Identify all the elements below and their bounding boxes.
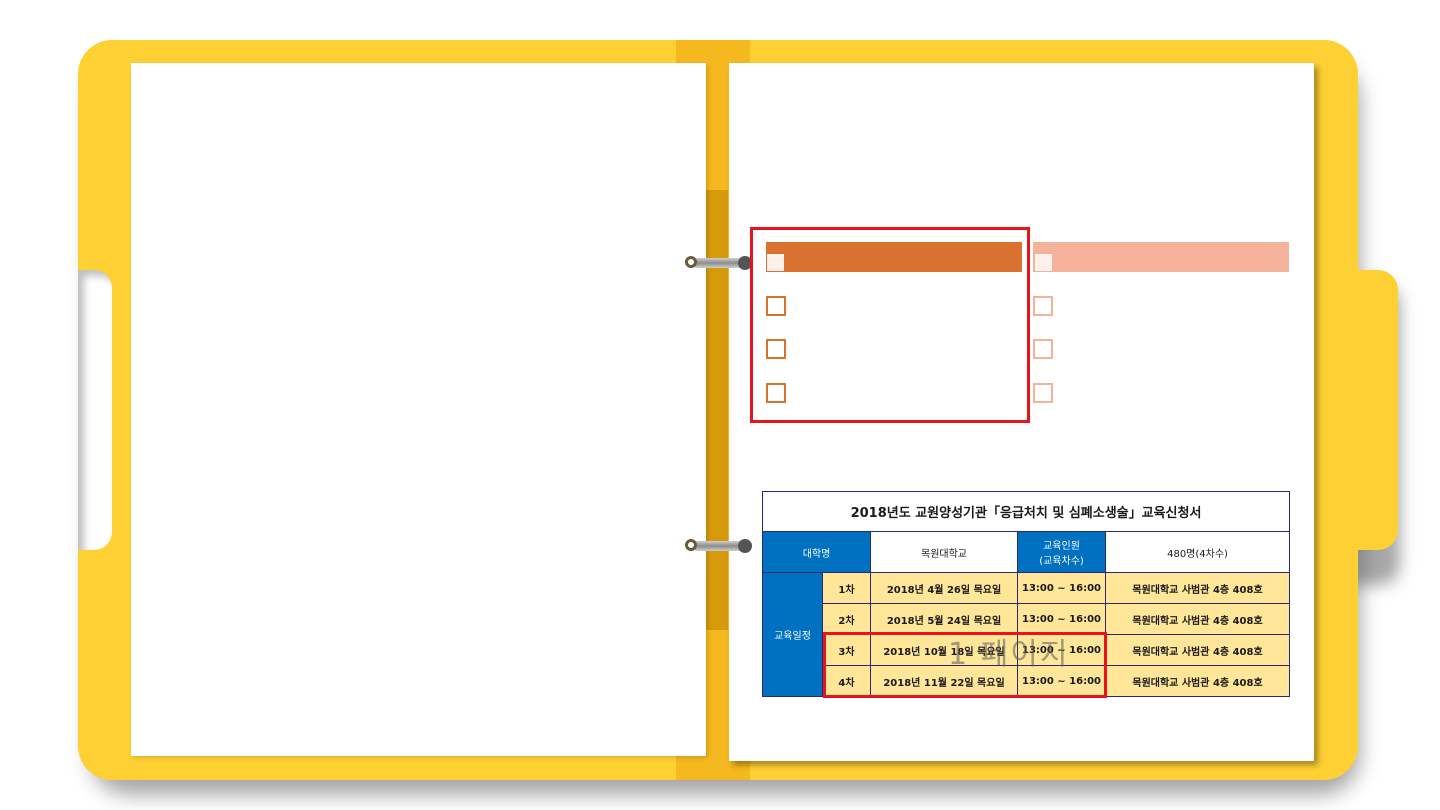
table-row: 2차 2018년 5월 24일 목요일 13:00 ~ 16:00 목원대학교 … bbox=[763, 603, 1291, 635]
checkbox-header-icon bbox=[1035, 254, 1052, 271]
checkbox-icon[interactable] bbox=[1033, 296, 1053, 316]
date-cell: 2018년 11월 22일 목요일 bbox=[870, 665, 1018, 697]
highlight-box-rows bbox=[823, 632, 1107, 698]
checklist-header-bar-orange bbox=[766, 242, 1022, 272]
highlight-box-checklist bbox=[750, 227, 1030, 423]
table-row: 4차 2018년 11월 22일 목요일 13:00 ~ 16:00 목원대학교… bbox=[763, 665, 1291, 697]
place-cell: 목원대학교 사범관 4층 408호 bbox=[1104, 665, 1291, 697]
count-value: 480명(4차수) bbox=[1104, 531, 1291, 573]
place-cell: 목원대학교 사범관 4층 408호 bbox=[1104, 603, 1291, 635]
checkbox-icon[interactable] bbox=[766, 339, 786, 359]
checkbox-header-icon bbox=[767, 254, 784, 271]
application-table: 2018년도 교원양성기관「응급처치 및 심폐소생술」교육신청서 대학명 목원대… bbox=[761, 491, 1291, 697]
folder-spine-inner bbox=[706, 190, 728, 630]
date-cell: 2018년 4월 26일 목요일 bbox=[870, 572, 1018, 604]
round-cell: 1차 bbox=[822, 572, 871, 604]
schedule-label: 교육일정 bbox=[762, 572, 823, 697]
place-cell: 목원대학교 사범관 4층 408호 bbox=[1104, 634, 1291, 666]
left-page bbox=[131, 63, 706, 756]
folder-notch-left bbox=[78, 270, 112, 550]
count-label-line1: 교육인원 bbox=[1043, 541, 1080, 552]
time-cell: 13:00 ~ 16:00 bbox=[1017, 634, 1106, 666]
checkbox-icon[interactable] bbox=[1033, 339, 1053, 359]
ring-end-icon bbox=[738, 539, 752, 553]
date-cell: 2018년 10월 18일 목요일 bbox=[870, 634, 1018, 666]
count-label: 교육인원 (교육차수) bbox=[1017, 531, 1106, 573]
ring-end-icon bbox=[685, 539, 697, 551]
round-cell: 2차 bbox=[822, 603, 871, 635]
round-cell: 4차 bbox=[822, 665, 871, 697]
time-cell: 13:00 ~ 16:00 bbox=[1017, 603, 1106, 635]
checkbox-icon[interactable] bbox=[766, 383, 786, 403]
ring-end-icon bbox=[685, 256, 697, 268]
univ-label: 대학명 bbox=[762, 531, 871, 573]
univ-value: 목원대학교 bbox=[870, 531, 1018, 573]
page-watermark: 1 페이지 bbox=[948, 637, 1070, 672]
table-row: 교육일정 1차 2018년 4월 26일 목요일 13:00 ~ 16:00 목… bbox=[762, 572, 1291, 697]
checkbox-icon[interactable] bbox=[1033, 383, 1053, 403]
table-row: 3차 2018년 10월 18일 목요일 13:00 ~ 16:00 목원대학교… bbox=[763, 634, 1291, 666]
place-cell: 목원대학교 사범관 4층 408호 bbox=[1104, 572, 1291, 604]
date-cell: 2018년 5월 24일 목요일 bbox=[870, 603, 1018, 635]
checkbox-icon[interactable] bbox=[766, 296, 786, 316]
ring-end-icon bbox=[738, 256, 752, 270]
checklist-header-bar-peach bbox=[1033, 242, 1289, 272]
time-cell: 13:00 ~ 16:00 bbox=[1017, 572, 1106, 604]
folder-tab-right bbox=[1340, 270, 1398, 550]
round-cell: 3차 bbox=[822, 634, 871, 666]
table-title: 2018년도 교원양성기관「응급처치 및 심폐소생술」교육신청서 bbox=[761, 491, 1291, 532]
binder-ring-top bbox=[692, 258, 748, 268]
count-label-line2: (교육차수) bbox=[1039, 556, 1084, 567]
binder-ring-bottom bbox=[692, 541, 748, 551]
